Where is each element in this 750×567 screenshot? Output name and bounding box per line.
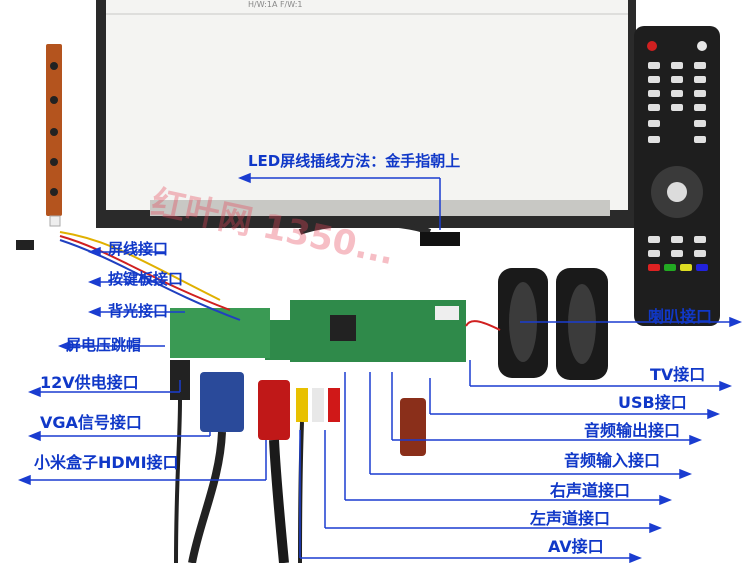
led-connection-label: LED屏线插线方法：金手指朝上 xyxy=(248,152,461,170)
screen-cable-label: 屏线接口 xyxy=(108,240,169,258)
panel-label: H/W:1A F/W:1 xyxy=(248,0,303,9)
hdmi-label: 小米盒子HDMI接口 xyxy=(34,453,179,472)
right-channel-label: 右声道接口 xyxy=(550,481,631,500)
vga-label: VGA信号接口 xyxy=(40,413,142,432)
usb-label: USB接口 xyxy=(618,393,687,412)
vga-connector xyxy=(200,372,244,432)
tv-label: TV接口 xyxy=(650,365,706,384)
ir-sensor xyxy=(16,240,34,250)
panel-voltage-jumper-label: 屏电压跳帽 xyxy=(66,336,142,354)
keypad-cable-label: 按键板接口 xyxy=(108,270,184,288)
av-label: AV接口 xyxy=(548,537,604,556)
sub-board xyxy=(170,308,270,358)
pointer-lines xyxy=(17,172,743,564)
left-channel-label: 左声道接口 xyxy=(530,509,611,528)
audio-out-label: 音频输出接口 xyxy=(584,421,681,440)
audio-in-label: 音频输入接口 xyxy=(564,451,661,470)
speaker-label: 喇叭接口 xyxy=(648,307,713,326)
usb-stick xyxy=(400,398,426,456)
lcd-panel-back xyxy=(106,0,628,210)
power-12v-label: 12V供电接口 xyxy=(40,373,139,392)
hdmi-connector xyxy=(258,380,290,440)
backlight-label: 背光接口 xyxy=(108,302,169,320)
